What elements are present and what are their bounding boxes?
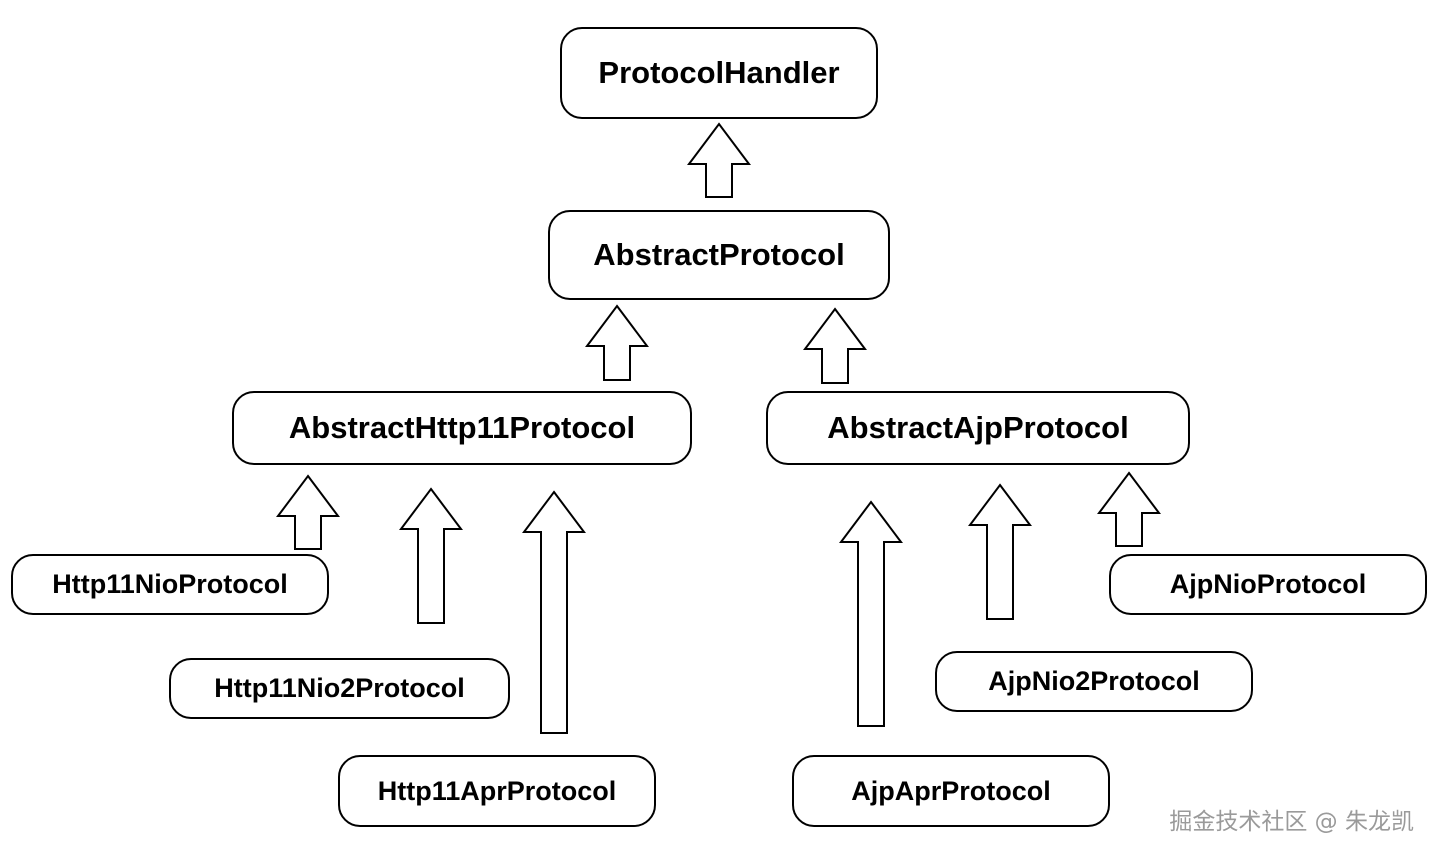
node-abstract-ajp-protocol: AbstractAjpProtocol <box>766 391 1190 465</box>
node-http11-nio2-protocol: Http11Nio2Protocol <box>169 658 510 719</box>
node-http11-nio-protocol: Http11NioProtocol <box>11 554 329 615</box>
node-abstract-protocol: AbstractProtocol <box>548 210 890 300</box>
arrow-http11-apr-to-abstract-http11 <box>522 490 586 734</box>
watermark-text: 掘金技术社区 @ 朱龙凯 <box>1169 809 1414 835</box>
node-http11-apr-protocol: Http11AprProtocol <box>338 755 656 827</box>
node-ajp-apr-protocol: AjpAprProtocol <box>792 755 1110 827</box>
arrow-abstract-protocol-to-protocol-handler <box>687 122 751 198</box>
arrow-ajp-nio-to-abstract-ajp <box>1097 471 1161 547</box>
arrow-ajp-nio2-to-abstract-ajp <box>968 483 1032 620</box>
node-ajp-nio-protocol: AjpNioProtocol <box>1109 554 1427 615</box>
arrow-http11-nio2-to-abstract-http11 <box>399 487 463 624</box>
arrow-abstract-ajp-to-abstract-protocol <box>803 307 867 384</box>
node-protocol-handler: ProtocolHandler <box>560 27 878 119</box>
arrow-ajp-apr-to-abstract-ajp <box>839 500 903 727</box>
node-ajp-nio2-protocol: AjpNio2Protocol <box>935 651 1253 712</box>
arrow-http11-nio-to-abstract-http11 <box>276 474 340 550</box>
node-abstract-http11-protocol: AbstractHttp11Protocol <box>232 391 692 465</box>
arrow-abstract-http11-to-abstract-protocol <box>585 304 649 381</box>
